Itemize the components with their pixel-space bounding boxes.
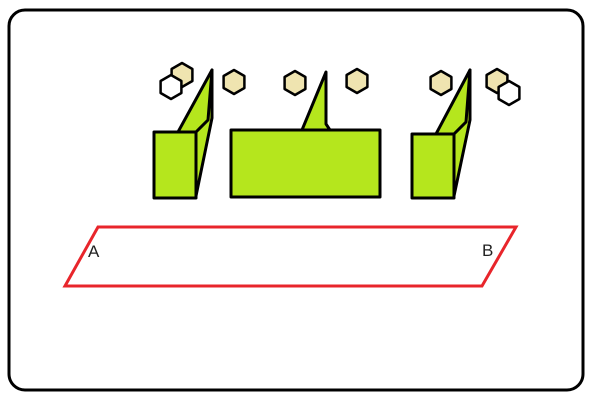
block-group-left [152, 68, 214, 200]
hexagon-3 [283, 69, 307, 97]
hexagon-4 [345, 67, 369, 95]
hexagon-2 [222, 68, 246, 96]
hexagon-5 [429, 69, 453, 97]
red-parallelogram [62, 225, 519, 288]
hexagon-6-front [497, 79, 521, 107]
block-group-right [410, 68, 472, 200]
label-b: B [482, 241, 493, 260]
diagram-frame [7, 8, 585, 392]
hexagon-group [159, 61, 521, 107]
right-block-box [410, 132, 456, 200]
parallelogram-group: A B [62, 225, 519, 288]
left-block-box [152, 130, 198, 200]
label-a: A [88, 242, 100, 261]
block-group-middle [229, 70, 382, 199]
hexagon-1-front [159, 73, 183, 101]
middle-block-box [229, 128, 382, 199]
